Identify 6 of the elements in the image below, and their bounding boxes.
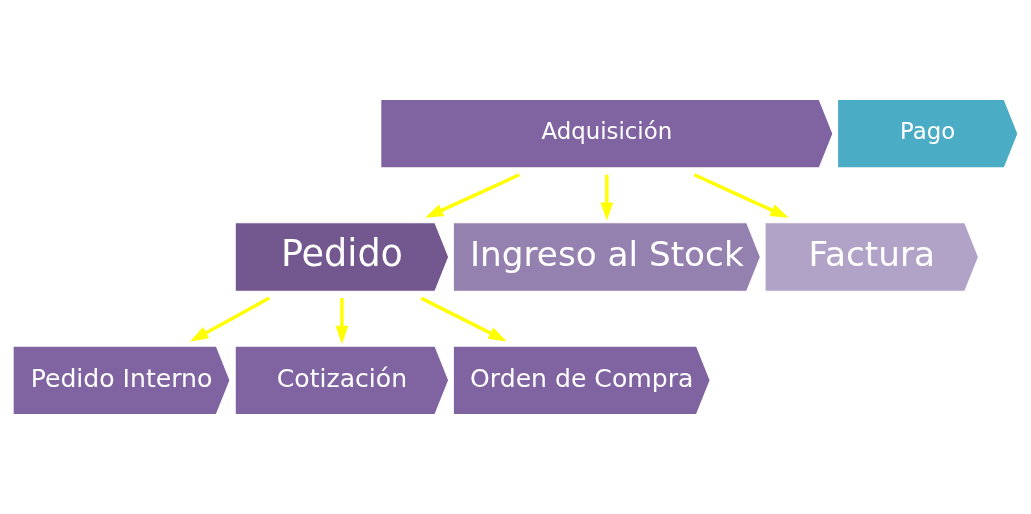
arrow [693,173,789,218]
arrow [335,298,349,345]
arrow [420,296,507,342]
arrow [190,296,270,342]
arrow [600,174,614,221]
arrow [425,173,521,218]
